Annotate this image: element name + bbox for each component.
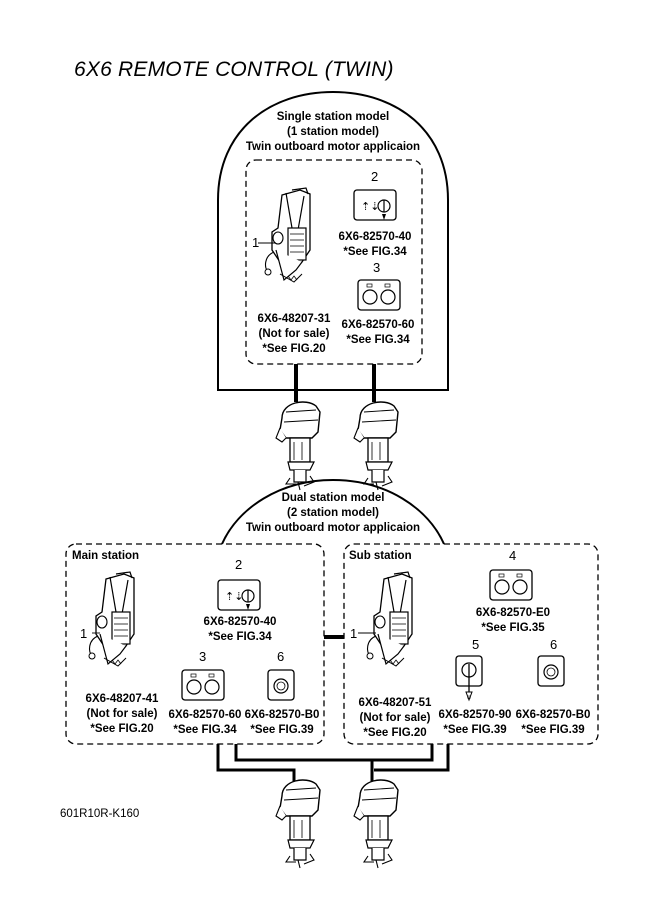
figure-ref: *See FIG.34 [173,724,237,736]
item-number: 1 [252,235,260,250]
twin-gauge-panel-icon [357,279,401,311]
part-label: 6X6-82570-B0 *See FIG.39 [232,708,332,738]
outboard-motor-icon [353,401,399,491]
part-label: 6X6-48207-31 (Not for sale) *See FIG.20 [244,312,344,357]
remote-control-box-icon [264,187,311,283]
single-station-header: Single station model (1 station model) T… [233,110,433,155]
item-number: 5 [472,637,480,652]
figure-ref: *See FIG.20 [363,727,427,739]
main-station-box [65,543,325,745]
part-number: 6X6-82570-40 [338,231,412,243]
item-number: 2 [371,169,379,184]
part-label: 6X6-48207-51 (Not for sale) *See FIG.20 [345,696,445,741]
figure-ref: *See FIG.34 [346,334,410,346]
item-number: 3 [199,649,207,664]
item-number: 4 [509,548,517,563]
single-header-line2: (1 station model) [286,126,379,138]
key-switch-panel-icon [455,655,483,701]
item-number: 1 [350,626,358,641]
part-label: 6X6-82570-40 *See FIG.34 [325,230,425,260]
part-number: 6X6-48207-31 [257,313,331,325]
outboard-motor-icon [353,779,399,869]
switch-panel-icon [353,189,397,221]
outboard-motor-icon [275,779,321,869]
figure-ref: *See FIG.39 [443,724,507,736]
part-number: 6X6-48207-41 [85,693,159,705]
part-label: 6X6-82570-E0 *See FIG.35 [463,606,563,636]
dual-header-line2: (2 station model) [286,507,379,519]
part-label: 6X6-82570-60 *See FIG.34 [155,708,255,738]
part-label: 6X6-82570-90 *See FIG.39 [425,708,525,738]
figure-ref: *See FIG.20 [90,723,154,735]
sub-station-box [343,543,599,745]
dual-station-arch [221,478,445,545]
single-station-dashed-box [245,159,423,365]
main-station-label: Main station [72,550,140,562]
figure-ref: *See FIG.20 [262,343,326,355]
item-number: 3 [373,260,381,275]
single-switch-panel-icon [537,655,565,687]
part-label: 6X6-82570-60 *See FIG.34 [328,318,428,348]
part-number: 6X6-82570-40 [203,616,277,628]
figure-ref: *See FIG.39 [250,724,314,736]
figure-ref: *See FIG.39 [521,724,585,736]
dual-header-line1: Dual station model [281,492,385,504]
part-label: 6X6-82570-B0 *See FIG.39 [503,708,603,738]
part-number: 6X6-82570-E0 [475,607,551,619]
part-number: 6X6-82570-90 [438,709,512,721]
switch-panel-icon [217,579,261,611]
part-number: 6X6-82570-60 [168,709,242,721]
page-code: 601R10R-K160 [60,808,140,820]
item-number: 2 [235,557,243,572]
dual-header-line3: Twin outboard motor applicaion [245,522,421,534]
part-number: 6X6-82570-B0 [515,709,591,721]
item-number: 6 [277,649,285,664]
part-number: 6X6-82570-B0 [244,709,320,721]
single-header-line1: Single station model [276,111,390,123]
twin-gauge-panel-icon [181,669,225,701]
part-label: 6X6-82570-40 *See FIG.34 [190,615,290,645]
remote-control-box-icon [88,571,135,667]
part-note: (Not for sale) [258,328,330,340]
page-title: 6X6 REMOTE CONTROL (TWIN) [74,58,394,81]
single-switch-panel-icon [267,669,295,701]
figure-ref: *See FIG.34 [208,631,272,643]
single-station-enclosure [217,90,449,391]
sub-station-label: Sub station [349,550,412,562]
part-number: 6X6-82570-60 [341,319,415,331]
item-number: 6 [550,637,558,652]
figure-ref: *See FIG.35 [481,622,545,634]
twin-gauge-panel-icon [489,569,533,601]
part-label: 6X6-48207-41 (Not for sale) *See FIG.20 [72,692,172,737]
figure-ref: *See FIG.34 [343,246,407,258]
part-number: 6X6-48207-51 [358,697,432,709]
dual-station-header: Dual station model (2 station model) Twi… [233,491,433,536]
remote-control-box-icon [366,571,413,667]
part-note: (Not for sale) [359,712,431,724]
item-number: 1 [80,626,88,641]
single-header-line3: Twin outboard motor applicaion [245,141,421,153]
outboard-motor-icon [275,401,321,491]
part-note: (Not for sale) [86,708,158,720]
